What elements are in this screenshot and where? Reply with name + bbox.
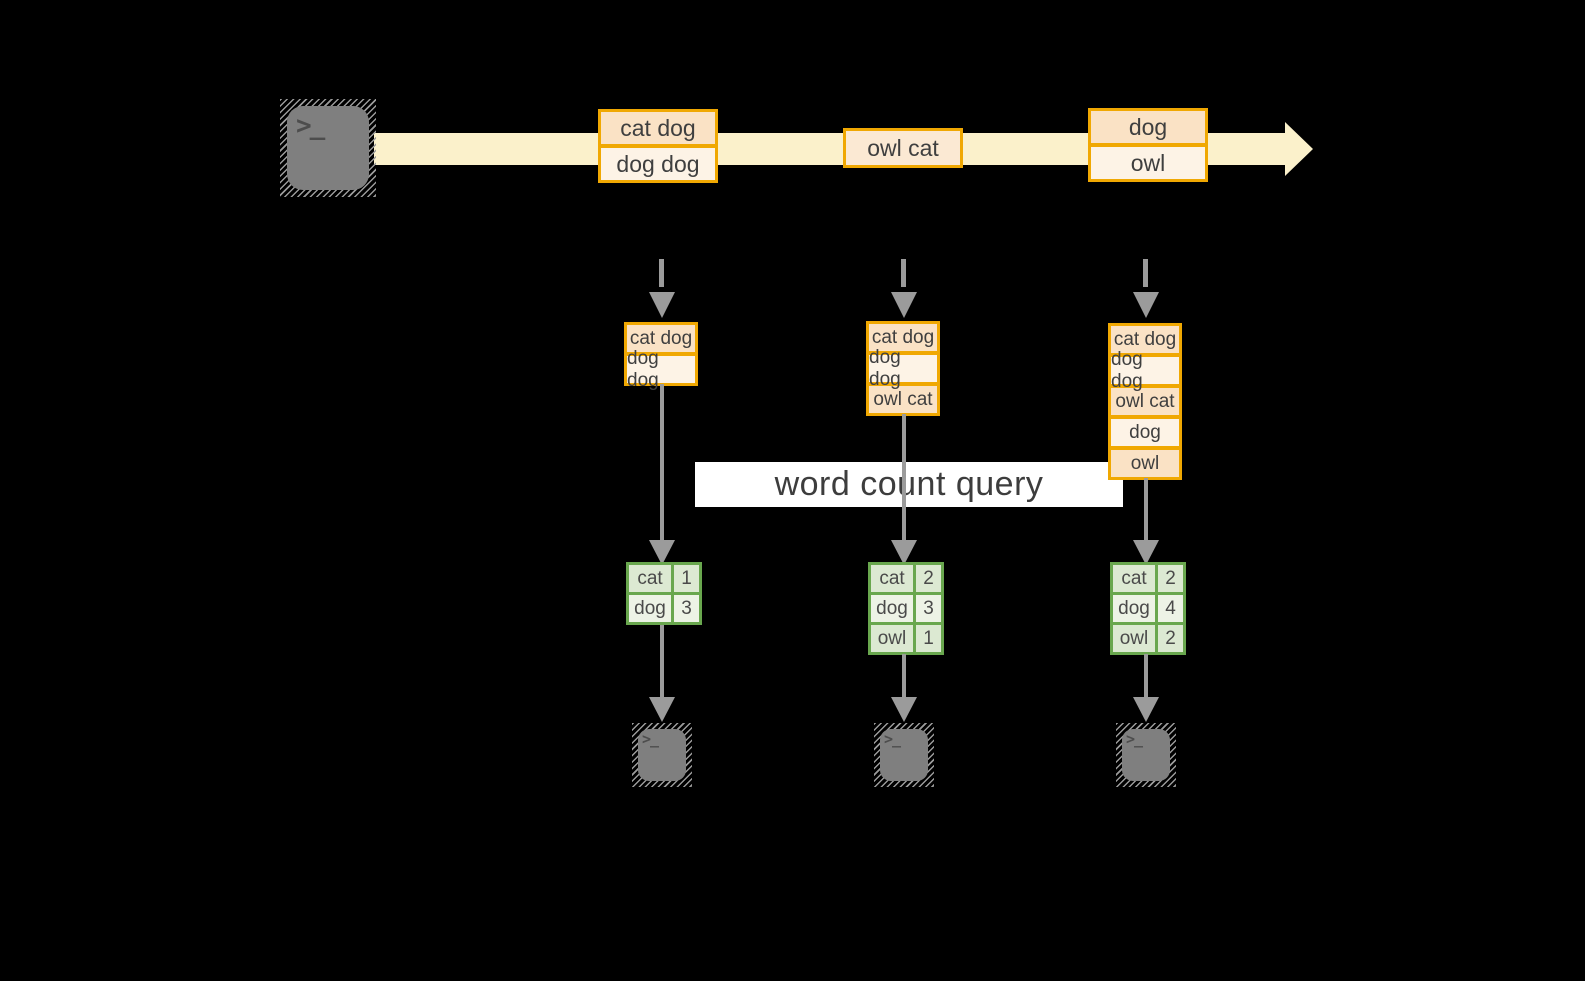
count-value-cell: 3 [916, 595, 941, 622]
stream-arrowhead-icon [1285, 122, 1313, 176]
batch-row: dog dog [598, 145, 718, 183]
batch-row: owl [1088, 144, 1208, 182]
count-value-cell: 4 [1158, 595, 1183, 622]
terminal-prompt-icon: >_ [642, 730, 659, 748]
dashed-arrow-line [1143, 259, 1148, 287]
sink-terminal-icon-1: >_ [632, 723, 692, 787]
batch-row: dog dog [866, 347, 940, 390]
count-word-cell: owl [871, 625, 913, 652]
count-word-cell: dog [871, 595, 913, 622]
sink-terminal-icon-3: >_ [1116, 723, 1176, 787]
flow-arrowhead-icon [891, 540, 917, 565]
source-terminal-icon: >_ [280, 99, 376, 197]
terminal-pane [1122, 729, 1170, 781]
flow-arrowhead-icon [649, 540, 675, 565]
batch-row: owl cat [843, 128, 963, 168]
batch-row: dog dog [1108, 349, 1182, 392]
batch-row: owl [1108, 447, 1182, 480]
sink-arrowhead-icon [891, 697, 917, 722]
sink-arrowhead-icon [649, 697, 675, 722]
batch-row: dog [1088, 108, 1208, 146]
dashed-arrow-line [659, 259, 664, 287]
count-word-cell: dog [1113, 595, 1155, 622]
dashed-arrowhead-icon [891, 292, 917, 318]
count-word-cell: owl [1113, 625, 1155, 652]
count-value-cell: 2 [916, 565, 941, 592]
sink-terminal-icon-2: >_ [874, 723, 934, 787]
count-value-cell: 1 [916, 625, 941, 652]
dashed-arrowhead-icon [1133, 292, 1159, 318]
query-banner: word count query [695, 462, 1123, 507]
terminal-pane [638, 729, 686, 781]
batch-row: dog dog [624, 348, 698, 391]
dashed-arrowhead-icon [649, 292, 675, 318]
terminal-prompt-icon: >_ [296, 111, 325, 141]
flow-arrow-line [902, 414, 906, 542]
flow-arrow-line [660, 384, 664, 542]
count-word-cell: cat [1113, 565, 1155, 592]
terminal-pane [880, 729, 928, 781]
count-value-cell: 3 [674, 595, 699, 622]
batch-row: cat dog [866, 321, 940, 354]
stream-batch-2: owl cat [843, 128, 963, 168]
sink-arrow-line [902, 654, 906, 699]
batch-row: owl cat [1108, 385, 1182, 418]
count-value-cell: 1 [674, 565, 699, 592]
sink-arrow-line [1144, 654, 1148, 699]
batch-row: owl cat [866, 383, 940, 416]
terminal-pane [287, 106, 369, 190]
count-word-cell: cat [629, 565, 671, 592]
terminal-prompt-icon: >_ [1126, 730, 1143, 748]
count-word-cell: dog [629, 595, 671, 622]
terminal-prompt-icon: >_ [884, 730, 901, 748]
batch-row: cat dog [598, 109, 718, 147]
count-value-cell: 2 [1158, 625, 1183, 652]
dashed-arrow-line [901, 259, 906, 287]
batch-row: dog [1108, 416, 1182, 449]
flow-arrow-line [1144, 478, 1148, 542]
count-value-cell: 2 [1158, 565, 1183, 592]
count-word-cell: cat [871, 565, 913, 592]
sink-arrowhead-icon [1133, 697, 1159, 722]
sink-arrow-line [660, 625, 664, 699]
flow-arrowhead-icon [1133, 540, 1159, 565]
